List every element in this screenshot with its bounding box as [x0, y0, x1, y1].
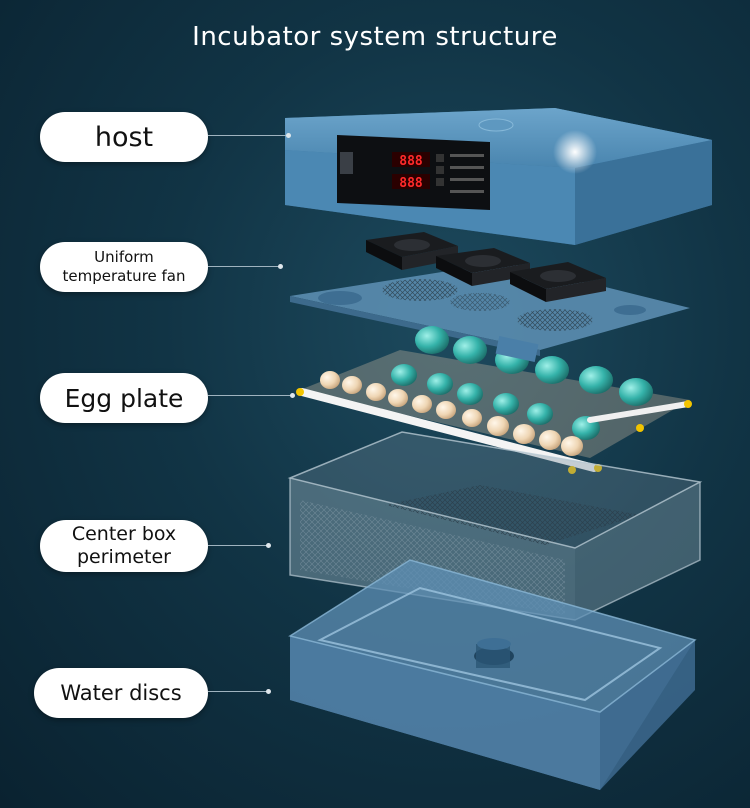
panel-button [436, 154, 444, 162]
leader-dot-center-box [266, 543, 271, 548]
control-panel: 888 888 [337, 135, 490, 210]
water-tray [288, 559, 697, 790]
leader-water-discs [208, 691, 268, 692]
label-water-discs-text: Water discs [60, 681, 182, 705]
leader-dot-water-discs [266, 689, 271, 694]
label-egg-plate: Egg plate [40, 373, 208, 423]
leader-dot-egg-plate [290, 393, 295, 398]
label-host: host [40, 112, 208, 162]
light-flare [553, 130, 597, 174]
label-fan-line2: temperature fan [62, 267, 186, 285]
fan-unit [366, 232, 458, 270]
label-center-box-line2: perimeter [77, 546, 171, 568]
label-center-box-line1: Center box [71, 523, 177, 546]
label-fan: Uniform temperature fan [40, 242, 208, 292]
label-center-box: Center box perimeter [40, 520, 208, 572]
label-water-discs: Water discs [34, 668, 208, 718]
panel-button [436, 178, 444, 186]
leader-dot-fan [278, 264, 283, 269]
host-lid: 888 888 [285, 108, 712, 245]
leader-dot-host [286, 133, 291, 138]
leader-fan [208, 266, 280, 267]
label-fan-line1: Uniform [94, 248, 154, 267]
fan-unit [436, 248, 530, 286]
fan-unit [510, 262, 606, 302]
leader-egg-plate [208, 395, 292, 396]
egg-plate [296, 326, 692, 474]
fan-assembly [290, 232, 690, 356]
panel-button [436, 166, 444, 174]
center-box [287, 431, 703, 621]
label-egg-plate-text: Egg plate [64, 383, 184, 413]
temperature-display: 888 [399, 154, 423, 169]
humidity-display: 888 [399, 176, 423, 191]
page-title: Incubator system structure [192, 22, 558, 52]
leader-host [208, 135, 288, 136]
label-host-text: host [94, 121, 154, 153]
leader-center-box [208, 545, 268, 546]
